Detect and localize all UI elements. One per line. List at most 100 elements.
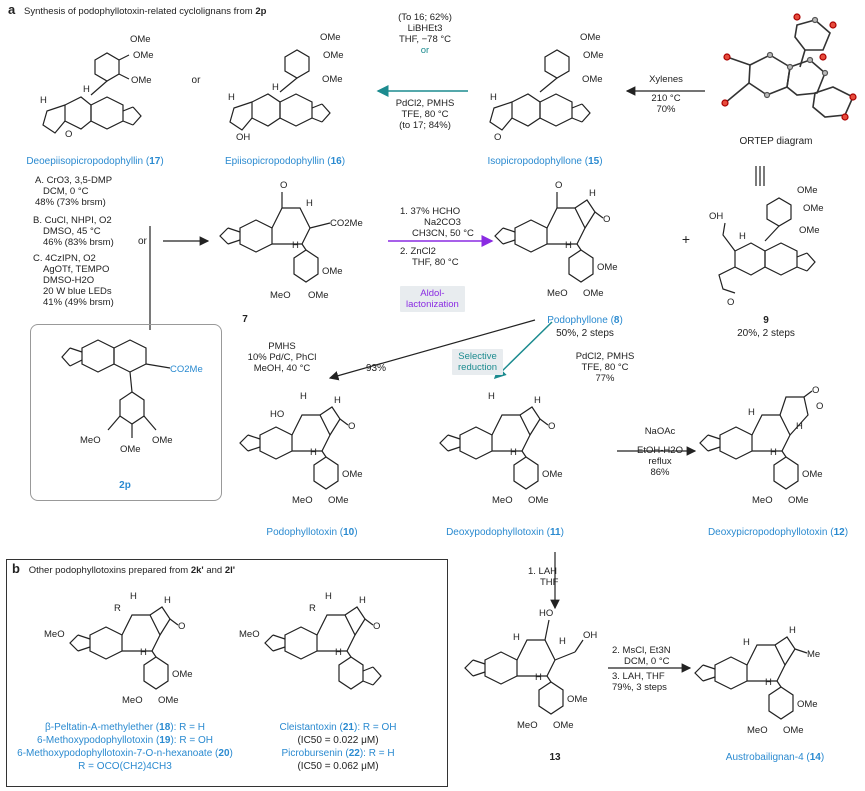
box-2p xyxy=(30,324,222,501)
label-20-r: R = OCO(CH2)4CH3 xyxy=(78,761,172,772)
panel-a-title-compound: 2p xyxy=(255,6,267,17)
label-19: 6-Methoxypodophyllotoxin (19): R = OH xyxy=(37,735,213,746)
svg-text:H: H xyxy=(310,447,317,458)
svg-text:OMe: OMe xyxy=(342,469,363,480)
conditions-aldol-top: 1. 37% HCHO Na2CO3 CH3CN, 50 °C xyxy=(400,206,474,239)
svg-text:H: H xyxy=(510,447,517,458)
svg-text:OMe: OMe xyxy=(133,50,154,61)
svg-text:MeO: MeO xyxy=(517,720,538,731)
svg-text:OMe: OMe xyxy=(152,435,173,446)
svg-text:O: O xyxy=(178,621,185,632)
ic50-21: (IC50 = 0.022 μM) xyxy=(297,735,379,746)
svg-text:CO2Me: CO2Me xyxy=(170,364,203,375)
svg-text:OMe: OMe xyxy=(582,74,603,85)
svg-text:O: O xyxy=(65,129,72,140)
label-10: Podophyllotoxin (10) xyxy=(266,527,358,538)
svg-text:O: O xyxy=(603,214,610,225)
svg-text:H: H xyxy=(40,95,47,106)
svg-text:H: H xyxy=(300,391,307,402)
conditions-C: C. 4CzIPN, O2 AgOTf, TEMPO DMSO-H2O 20 W… xyxy=(33,253,114,308)
label-16: Epiisopicropodophyllin (16) xyxy=(224,156,346,167)
svg-text:H: H xyxy=(513,632,520,643)
svg-text:H: H xyxy=(534,395,541,406)
svg-text:MeO: MeO xyxy=(752,495,773,506)
svg-text:H: H xyxy=(765,677,772,688)
svg-text:H: H xyxy=(490,92,497,103)
svg-text:H: H xyxy=(272,82,279,93)
conditions-pmhs-pdc: PMHS 10% Pd/C, PhCl MeOH, 40 °C xyxy=(247,341,317,374)
conditions-naoac: NaOAc EtOH-H2O reflux 86% xyxy=(637,426,683,478)
svg-text:H: H xyxy=(228,92,235,103)
svg-text:O: O xyxy=(548,421,555,432)
panel-a-letter: a xyxy=(8,2,16,17)
svg-text:OMe: OMe xyxy=(158,695,179,706)
svg-text:OMe: OMe xyxy=(322,266,343,277)
label-21: Cleistantoxin (21): R = OH xyxy=(279,722,397,733)
svg-text:Me: Me xyxy=(807,649,820,660)
svg-text:MeO: MeO xyxy=(270,290,291,301)
svg-text:MeO: MeO xyxy=(547,288,568,299)
plus-sign: + xyxy=(681,231,691,247)
tag-aldol-lactonization: Aldol- lactonization xyxy=(400,286,465,312)
svg-text:H: H xyxy=(748,407,755,418)
svg-text:O: O xyxy=(727,297,734,308)
svg-text:O: O xyxy=(555,180,562,191)
arrow-8-to-11 xyxy=(493,321,553,380)
svg-text:H: H xyxy=(164,595,171,606)
svg-text:OMe: OMe xyxy=(553,720,574,731)
svg-text:H: H xyxy=(559,636,566,647)
svg-text:H: H xyxy=(535,672,542,683)
panel-b-letter: b xyxy=(12,561,20,576)
conditions-xylenes: Xylenes 210 °C 70% xyxy=(649,74,683,115)
label-14: Austrobailignan-4 (14) xyxy=(725,752,825,763)
svg-text:OMe: OMe xyxy=(322,74,343,85)
svg-text:O: O xyxy=(348,421,355,432)
conditions-mscl: 2. MsCl, Et3N DCM, 0 °C 3. LAH, THF 79%,… xyxy=(612,645,671,693)
svg-text:OMe: OMe xyxy=(802,469,823,480)
svg-text:H: H xyxy=(796,421,803,432)
conditions-B: B. CuCl, NHPI, O2 DMSO, 45 °C 46% (83% b… xyxy=(33,215,114,248)
svg-text:MeO: MeO xyxy=(239,629,260,640)
svg-text:OH: OH xyxy=(236,132,250,143)
svg-text:MeO: MeO xyxy=(122,695,143,706)
svg-text:MeO: MeO xyxy=(747,725,768,736)
svg-text:CO2Me: CO2Me xyxy=(330,218,363,229)
yield-to-10: 93% xyxy=(366,363,387,374)
label-15: Isopicropodophyllone (15) xyxy=(487,156,603,167)
svg-text:H: H xyxy=(140,647,147,658)
svg-text:O: O xyxy=(373,621,380,632)
svg-text:HO: HO xyxy=(539,608,553,619)
label-17: Deoepiisopicropodophyllin (17) xyxy=(26,156,164,167)
conditions-lah: 1. LAH THF xyxy=(528,566,559,588)
svg-text:OMe: OMe xyxy=(130,34,151,45)
yield-8: 50%, 2 steps xyxy=(556,328,614,339)
panel-b-box xyxy=(6,559,448,787)
label-2p: 2p xyxy=(119,480,131,491)
svg-text:MeO: MeO xyxy=(44,629,65,640)
svg-text:OMe: OMe xyxy=(788,495,809,506)
svg-text:OMe: OMe xyxy=(320,32,341,43)
svg-text:H: H xyxy=(83,84,90,95)
svg-text:OMe: OMe xyxy=(799,225,820,236)
svg-text:R: R xyxy=(309,603,316,614)
svg-text:OMe: OMe xyxy=(797,185,818,196)
svg-text:OMe: OMe xyxy=(803,203,824,214)
panel-a-header: a Synthesis of podophyllotoxin-related c… xyxy=(8,2,267,17)
label-7: 7 xyxy=(242,314,248,325)
svg-text:H: H xyxy=(335,647,342,658)
svg-text:H: H xyxy=(743,637,750,648)
svg-text:OH: OH xyxy=(583,630,597,641)
svg-text:H: H xyxy=(334,395,341,406)
ic50-22: (IC50 = 0.062 μM) xyxy=(297,761,379,772)
tag-selective-reduction: Selective reduction xyxy=(452,349,504,375)
svg-text:OMe: OMe xyxy=(120,444,141,455)
svg-text:OMe: OMe xyxy=(172,669,193,680)
svg-text:OMe: OMe xyxy=(131,75,152,86)
